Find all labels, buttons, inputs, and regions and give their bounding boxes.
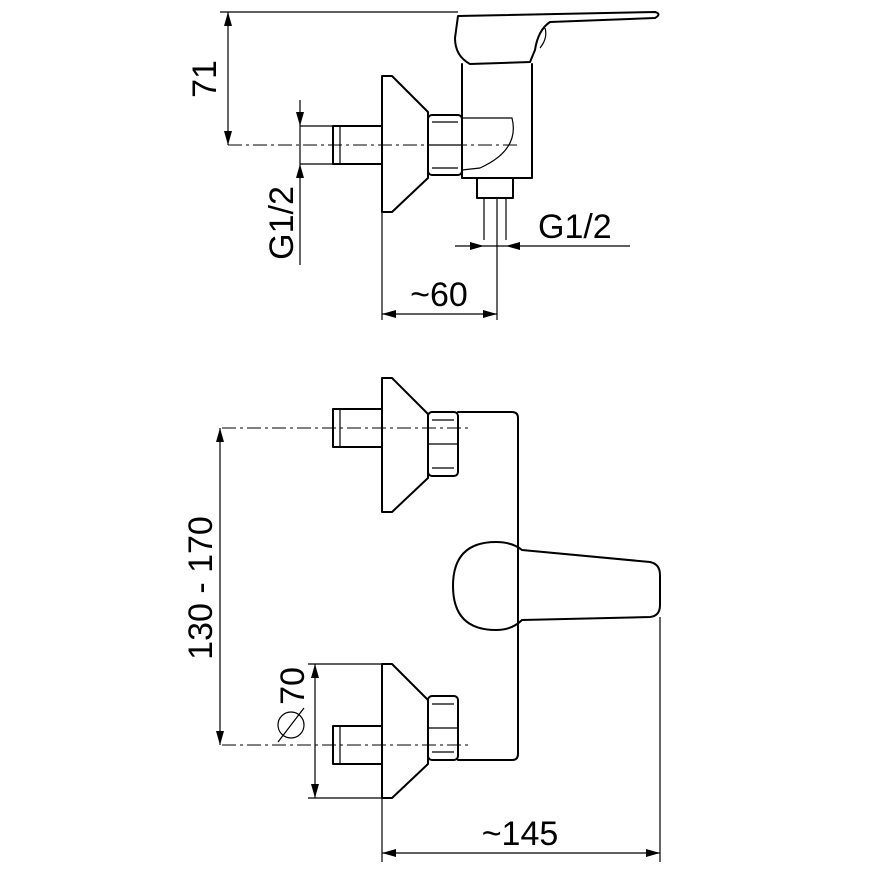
- diameter-icon: [277, 707, 305, 743]
- dim-g12-inlet-arrow-top: [296, 112, 304, 126]
- dim-g12-outlet-label: G1/2: [538, 208, 612, 246]
- dim-130-170-arrow-bottom: [216, 731, 224, 745]
- dim-g12-outlet-arrow-left: [470, 242, 484, 250]
- dim-145-arrow-right: [646, 849, 660, 857]
- dim-70-arrow-top: [311, 664, 319, 678]
- dim-g12-outlet-arrow-right: [506, 242, 520, 250]
- dim-g12-inlet-label: G1/2: [263, 186, 301, 260]
- dim-g12-inlet-arrow-bottom: [296, 164, 304, 178]
- dim-60-arrow-right: [483, 310, 497, 318]
- side-body-curve: [461, 117, 514, 171]
- dim-60-arrow-left: [382, 310, 396, 318]
- dim-71-label: 71: [186, 60, 224, 98]
- front-lower-rosette: [381, 663, 429, 799]
- front-view: 130 - 170 70 ~145: [182, 377, 661, 862]
- side-rosette: [381, 75, 429, 213]
- side-outlet: [476, 177, 514, 199]
- front-upper-rosette: [381, 377, 429, 513]
- dim-130-170-label: 130 - 170: [182, 516, 220, 660]
- front-mixer-body: [457, 411, 519, 761]
- dim-145-arrow-left: [382, 849, 396, 857]
- dim-70-arrow-bottom: [311, 784, 319, 798]
- side-view: 71 G1/2 G1/2 ~60: [186, 11, 660, 320]
- dim-145-label: ~145: [482, 815, 559, 853]
- side-lever-detail: [539, 27, 547, 49]
- dim-71-arrow-top: [224, 12, 232, 26]
- dim-130-170-arrow-top: [216, 428, 224, 442]
- side-mixer-body: [461, 63, 533, 179]
- dim-71-arrow-bottom: [224, 131, 232, 145]
- dim-70-label: 70: [274, 667, 312, 705]
- side-lever-handle: [454, 11, 660, 65]
- front-lever-handle: [452, 541, 661, 631]
- dim-60-label: ~60: [410, 276, 468, 314]
